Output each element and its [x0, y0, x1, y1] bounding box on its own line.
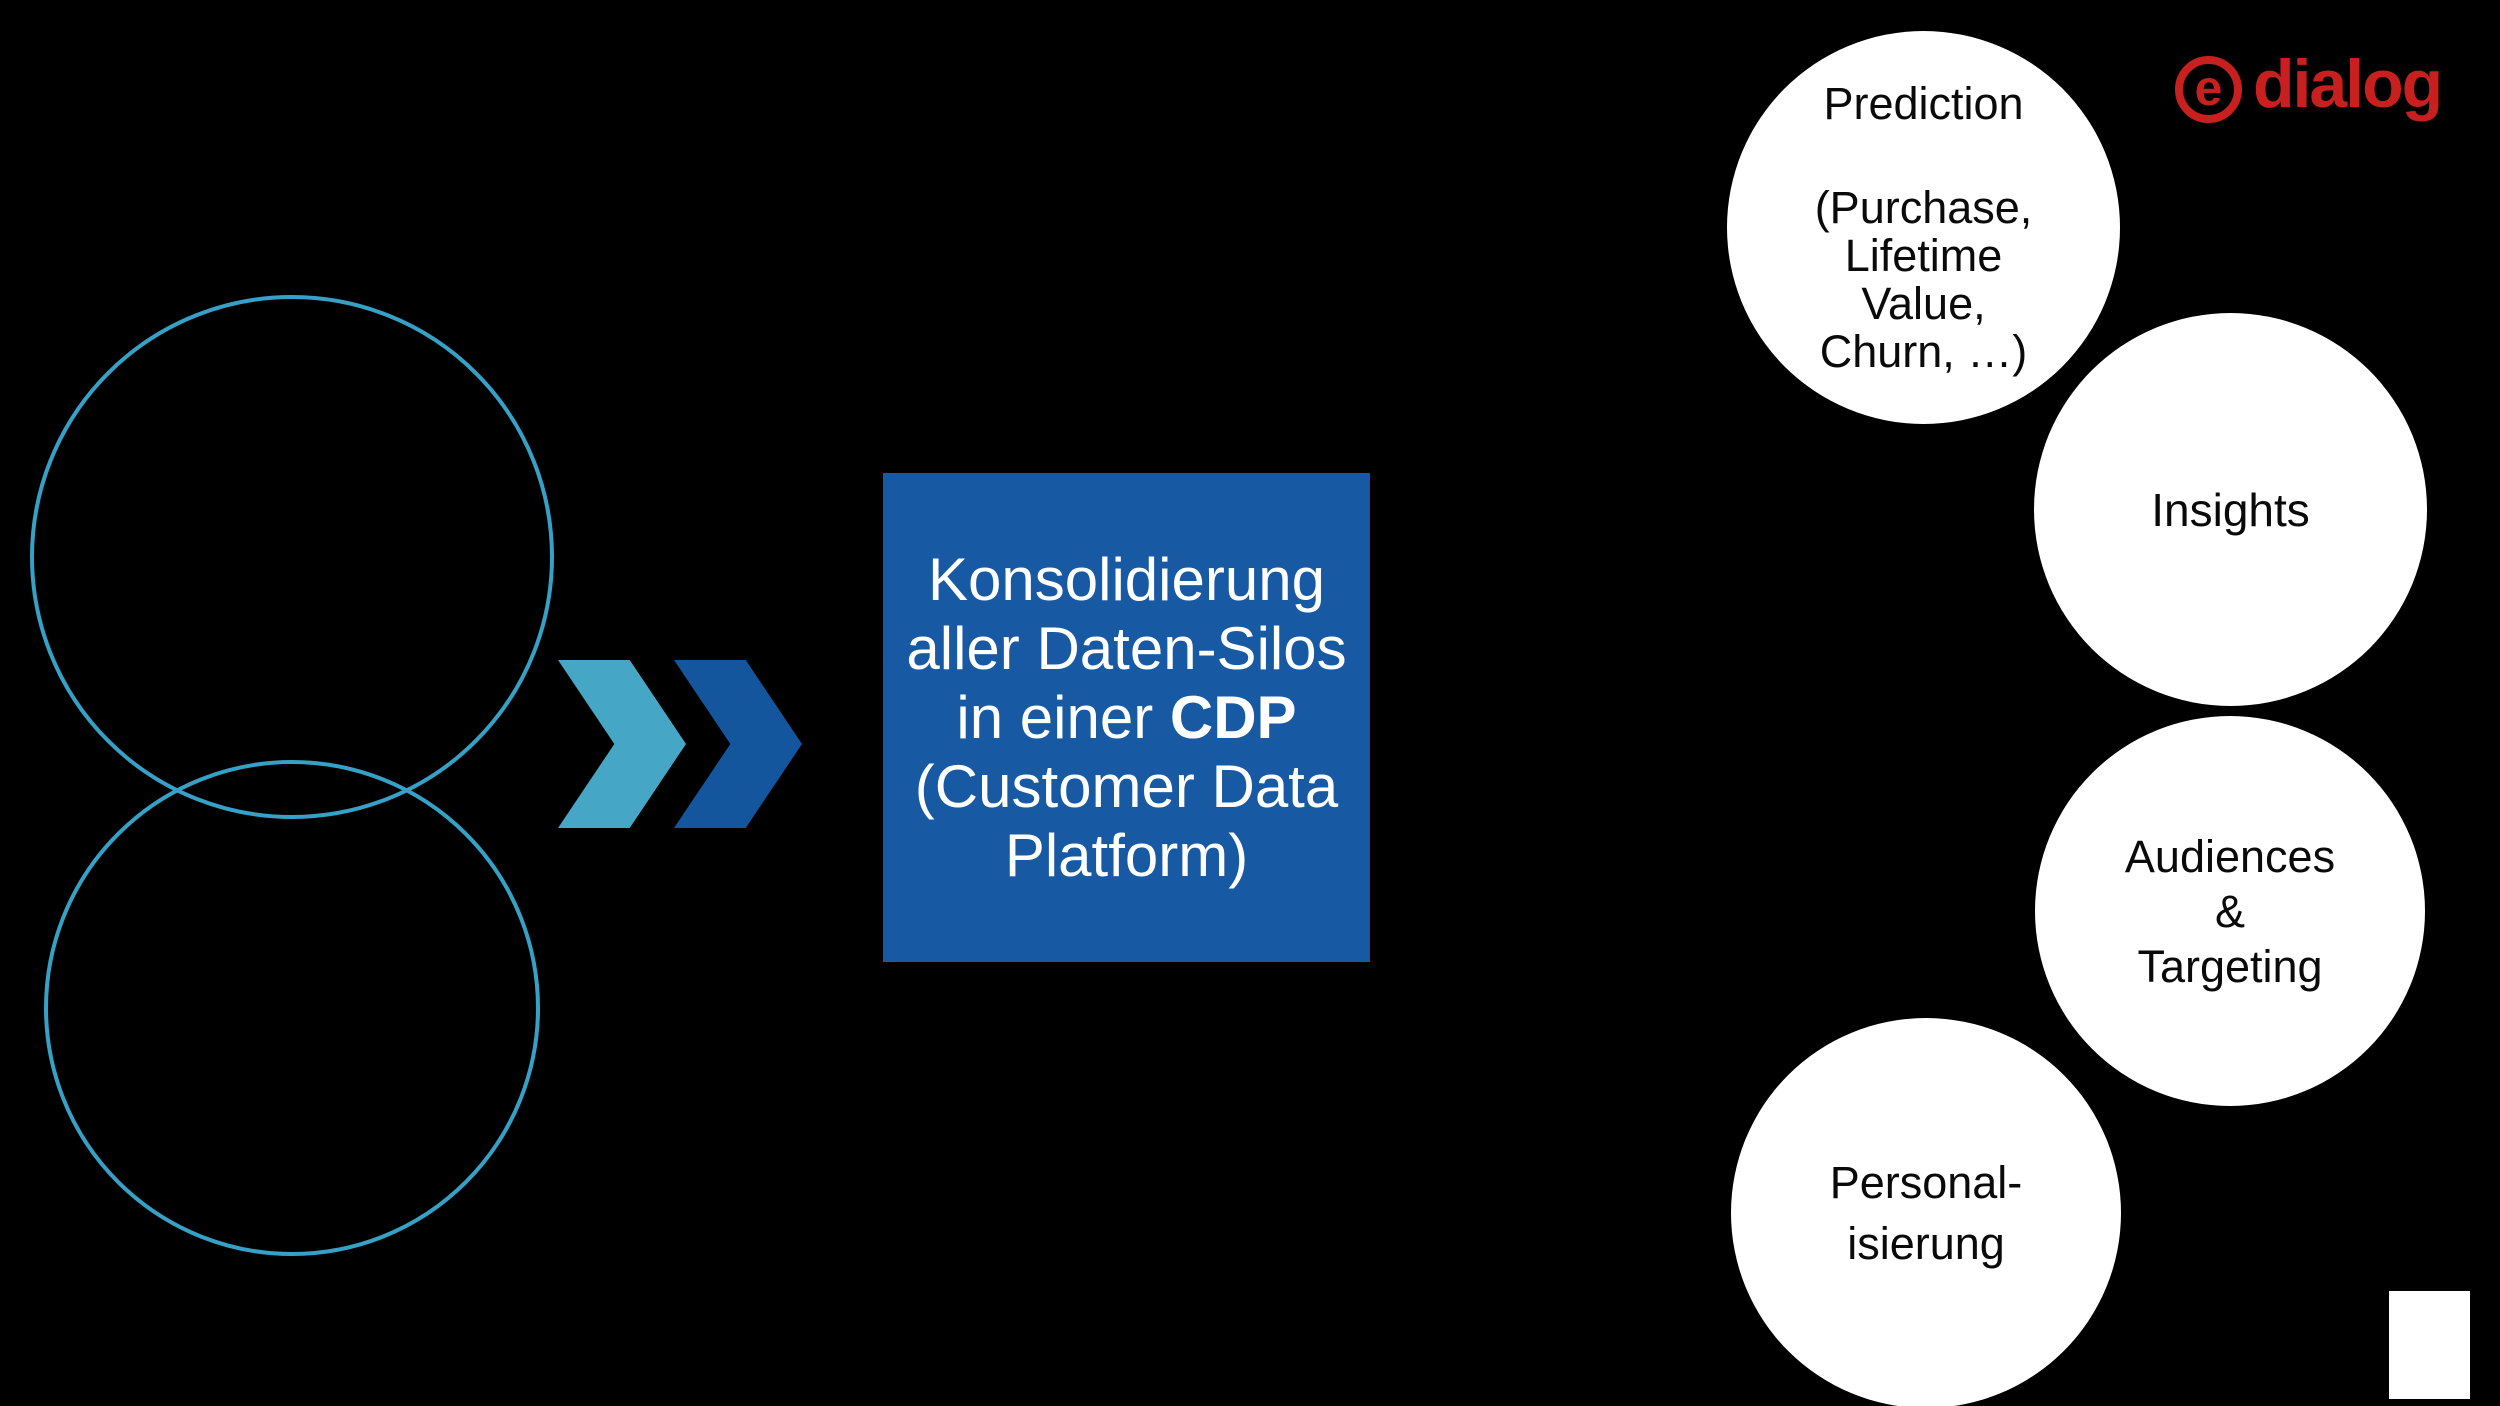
prediction-circle: Prediction (Purchase, Lifetime Value, Ch… [1727, 31, 2120, 424]
personalization-line2: isierung [1847, 1218, 2005, 1269]
prediction-title: Prediction [1823, 77, 2024, 129]
personalization-circle: Personal- isierung [1731, 1018, 2121, 1406]
prediction-sub-line2: Lifetime [1844, 229, 2003, 281]
cdp-box: Konsolidierung aller Daten-Silos in eine… [883, 473, 1370, 962]
insights-label: Insights [2151, 483, 2310, 536]
prediction-sub-line3: Value, [1861, 277, 1986, 329]
audiences-line3: Targeting [2137, 940, 2323, 992]
chevron-right-light-icon [558, 660, 686, 828]
cdp-box-line3-bold: CDP [1169, 684, 1297, 751]
logo-e-letter: e [2194, 60, 2223, 116]
chevron-right-dark-icon [674, 660, 802, 828]
prediction-sub-line1: (Purchase, [1814, 181, 2033, 233]
logo-wordmark: dialog [2253, 46, 2443, 122]
cdp-box-line2: aller Daten-Silos [906, 615, 1347, 682]
cdp-box-line5: Platform) [1004, 822, 1249, 889]
cdp-box-line3: in einer CDP [956, 683, 1296, 752]
insights-circle: Insights [2034, 313, 2427, 706]
prediction-sub-line4: Churn, …) [1819, 325, 2028, 377]
cdp-box-line4: (Customer Data [914, 753, 1339, 820]
audiences-targeting-circle: Audiences & Targeting [2035, 716, 2425, 1106]
audiences-line1: Audiences [2124, 830, 2336, 882]
logo-e-circle-icon: e [2175, 55, 2242, 123]
data-silo-circle-top [30, 295, 554, 819]
audiences-line2: & [2214, 885, 2245, 937]
cdp-box-line3-normal: in einer [956, 684, 1170, 751]
data-silo-circle-bottom [44, 760, 540, 1256]
edialog-logo: e dialog [2175, 50, 2443, 123]
cdp-box-line1: Konsolidierung [928, 546, 1325, 613]
personalization-line1: Personal- [1829, 1157, 2023, 1208]
corner-rectangle [2389, 1291, 2470, 1399]
